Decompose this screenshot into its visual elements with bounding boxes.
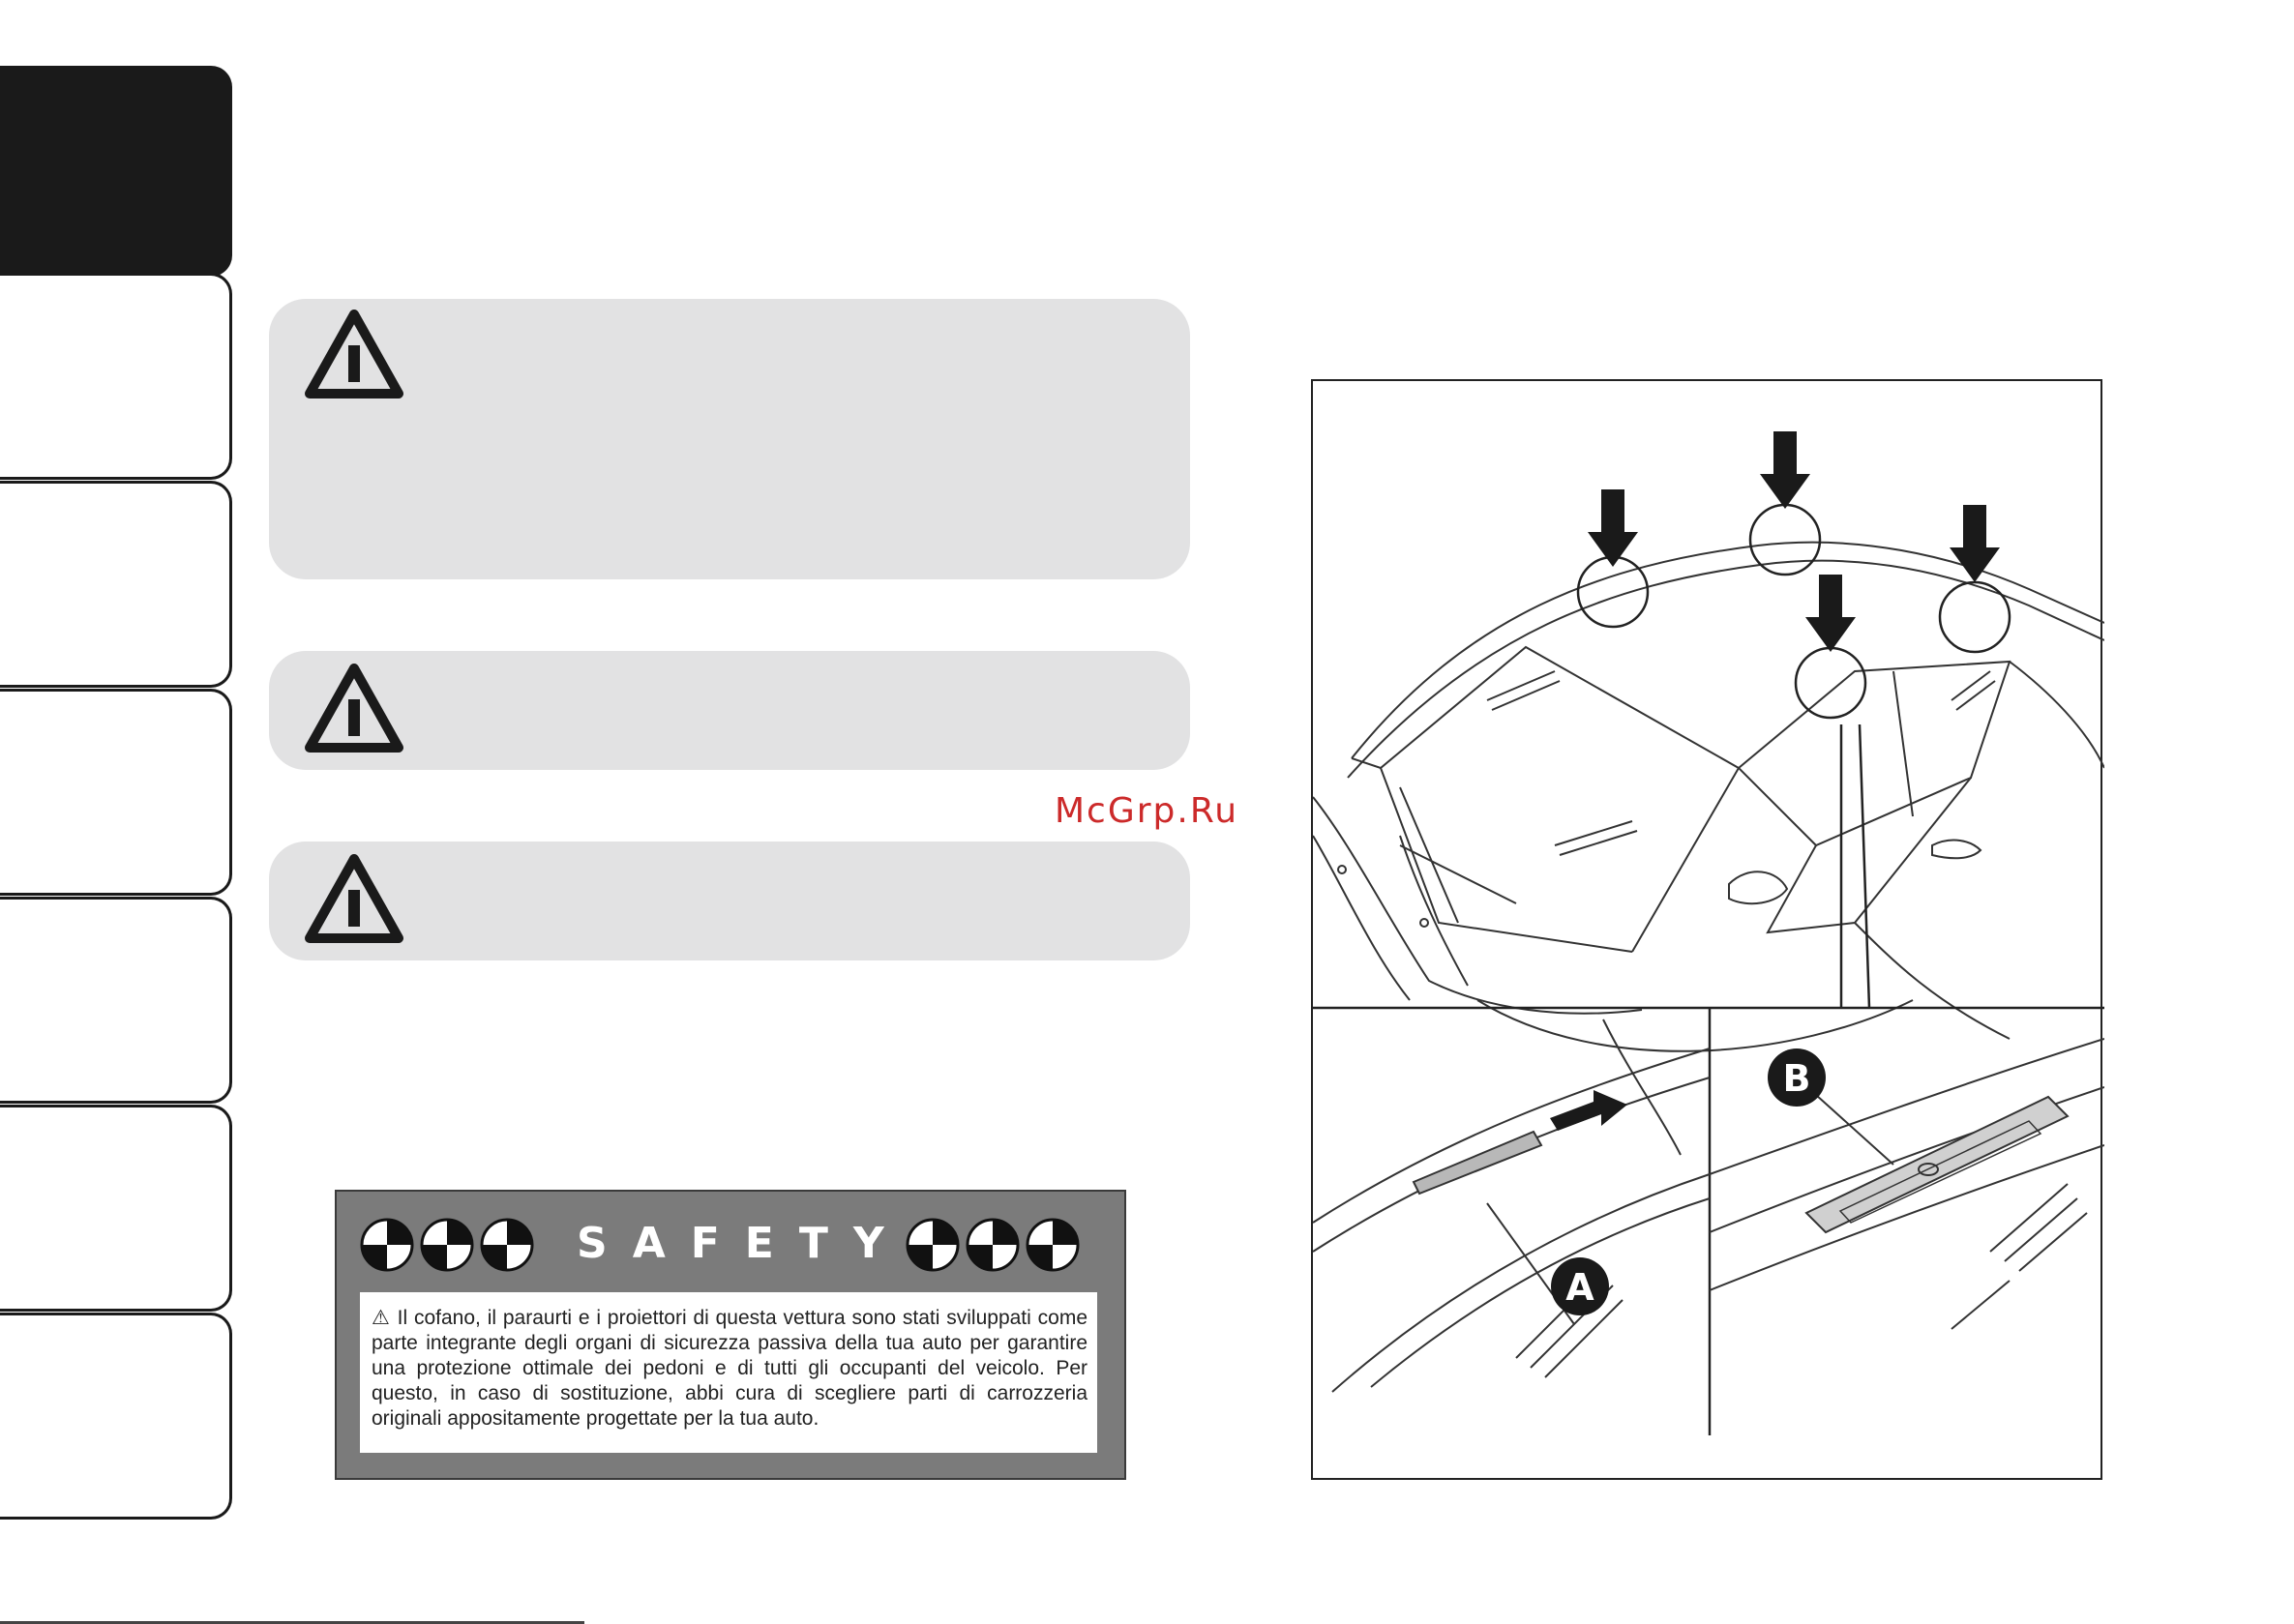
warning-triangle-icon bbox=[305, 854, 403, 943]
safety-label-title: SAFETY bbox=[577, 1219, 909, 1268]
chapter-tab-1[interactable] bbox=[0, 66, 232, 277]
car-roof-drawing: A B bbox=[1313, 431, 2104, 1435]
callout-b-label: B bbox=[1783, 1057, 1811, 1100]
chapter-tab-2[interactable] bbox=[0, 273, 232, 480]
warning-triangle-icon bbox=[305, 664, 403, 753]
chapter-tab-5[interactable] bbox=[0, 897, 232, 1104]
attachment-point-markers bbox=[1576, 503, 2011, 720]
chapter-tab-6[interactable] bbox=[0, 1105, 232, 1312]
safety-label: SAFETY ⚠ Il cofano, il paraurti e i proi… bbox=[335, 1190, 1126, 1480]
warning-triangle-icon bbox=[305, 310, 403, 399]
chapter-tab-4[interactable] bbox=[0, 689, 232, 896]
watermark-text: McGrp.Ru bbox=[1055, 791, 1239, 831]
chapter-tab-3[interactable] bbox=[0, 481, 232, 688]
down-arrow-icon bbox=[1588, 431, 2000, 652]
callout-a-label: A bbox=[1565, 1266, 1594, 1309]
safety-label-text: ⚠ Il cofano, il paraurti e i proiettori … bbox=[360, 1292, 1097, 1453]
bottom-rule bbox=[0, 1621, 584, 1624]
warning-box-1 bbox=[269, 299, 1190, 579]
warning-box-2 bbox=[269, 651, 1190, 770]
safety-label-header: SAFETY bbox=[337, 1213, 1124, 1277]
chapter-tabs bbox=[0, 0, 235, 1624]
chapter-tab-7[interactable] bbox=[0, 1313, 232, 1520]
warning-box-3 bbox=[269, 842, 1190, 960]
roof-rack-figure: A B bbox=[1311, 379, 2104, 1480]
